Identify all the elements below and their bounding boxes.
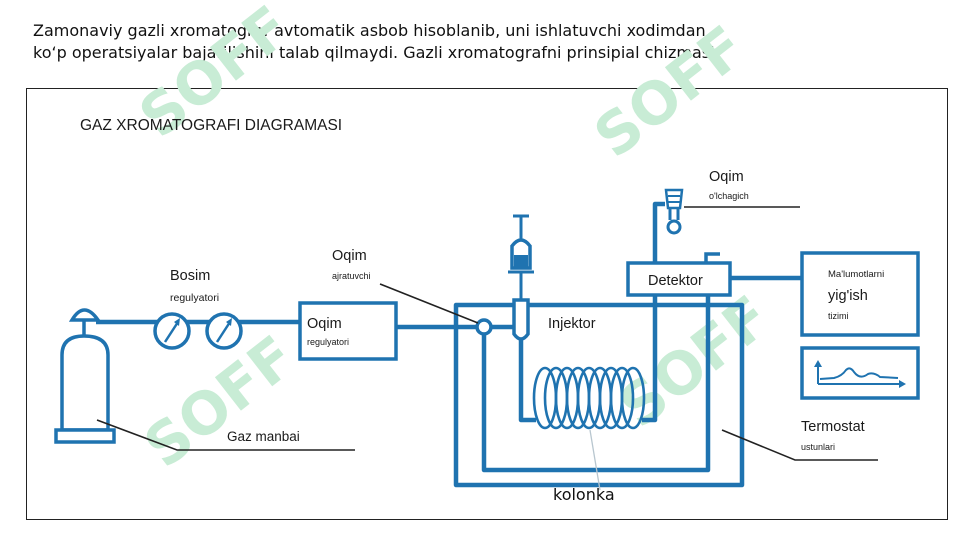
gas-cylinder-icon [54,308,116,444]
leader-column [589,429,601,491]
caption-line-2: ko‘p operatsiyalar bajarilishini talab q… [33,43,715,62]
chromatogram-screen [800,346,920,400]
column-coil [532,366,646,430]
pipe-detector-to-flowmeter [652,201,665,263]
pressure-gauge-icon [153,312,191,350]
data-system-label-line1: Ma'lumotlarni [828,269,884,280]
caption-line-1: Zamonaviy gazli xromatograf avtomatik as… [33,21,706,40]
data-system-label-line2: yig'ish [828,288,868,304]
flow-regulator-sublabel: regulyatori [307,337,349,347]
column-tubing [518,294,658,423]
diagram-title: GAZ XROMATOGRAFI DIAGRAMASI [80,117,342,134]
flow-regulator-label: Oqim [307,316,342,332]
flow-splitter-label: Oqim [332,248,367,264]
detector-vent [704,252,720,263]
chromatogram-plot-icon [814,360,906,388]
data-system-box [800,251,920,337]
gas-source-label: Gaz manbai [227,429,300,444]
pressure-regulator-sublabel: regulyatori [170,292,219,304]
thermostat-label: Termostat [801,419,865,435]
pressure-regulator-label: Bosim [170,268,210,284]
thermostat-sublabel: ustunlari [801,442,835,452]
caption: Zamonaviy gazli xromatograf avtomatik as… [33,20,933,64]
data-system-label-line3: tizimi [828,311,849,321]
leader-gas-source [96,419,355,451]
watermark: SOFF [582,13,758,171]
flow-splitter-icon [475,318,493,336]
flow-splitter-sublabel: ajratuvchi [332,271,371,281]
flow-meter-label: Oqim [709,169,744,185]
column-label: kolonka [553,485,615,504]
flow-meter-sublabel: o'lchagich [709,191,749,201]
leader-flow-splitter [379,283,479,324]
pressure-gauge-icon [205,312,243,350]
carrier-gas-loop [481,294,711,473]
leader-thermostat [721,429,878,461]
detector-label: Detektor [648,273,703,289]
injector-port [512,298,530,341]
syringe-icon [508,214,534,300]
flow-regulator-box [298,301,398,361]
injector-label: Injektor [548,316,596,332]
flow-meter-icon [664,188,684,235]
